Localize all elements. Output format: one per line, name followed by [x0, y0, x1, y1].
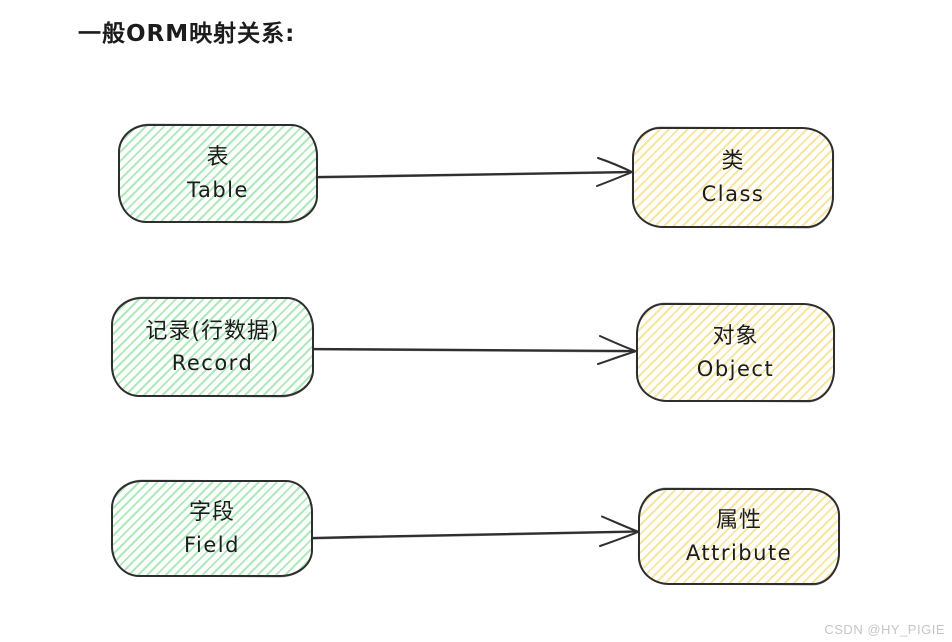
arrow-record-to-object-icon [312, 335, 638, 365]
node-field-label-zh: 字段 [188, 500, 235, 526]
node-class-label-en: Class [701, 181, 765, 206]
node-table-label-en: Table [187, 177, 249, 202]
node-class: 类 Class [632, 127, 834, 228]
arrow-table-to-class-icon [316, 157, 634, 187]
node-attribute-label-en: Attribute [685, 540, 793, 565]
node-record-label-zh: 记录(行数据) [145, 318, 280, 344]
watermark: CSDN @HY_PIGIE [824, 622, 945, 637]
node-class-label-zh: 类 [721, 149, 745, 175]
node-table-label-zh: 表 [206, 145, 230, 171]
node-record: 记录(行数据) Record [111, 297, 314, 397]
node-record-label-en: Record [171, 351, 254, 376]
node-object-label-en: Object [696, 356, 775, 381]
arrow-field-to-attribute-icon [311, 515, 640, 547]
node-attribute: 属性 Attribute [638, 488, 840, 585]
node-attribute-label-zh: 属性 [715, 508, 762, 534]
node-field-label-en: Field [184, 532, 240, 557]
diagram-title: 一般ORM映射关系: [78, 21, 296, 47]
node-table: 表 Table [118, 124, 318, 223]
node-object: 对象 Object [636, 303, 835, 402]
node-field: 字段 Field [111, 480, 313, 577]
node-object-label-zh: 对象 [712, 324, 759, 350]
